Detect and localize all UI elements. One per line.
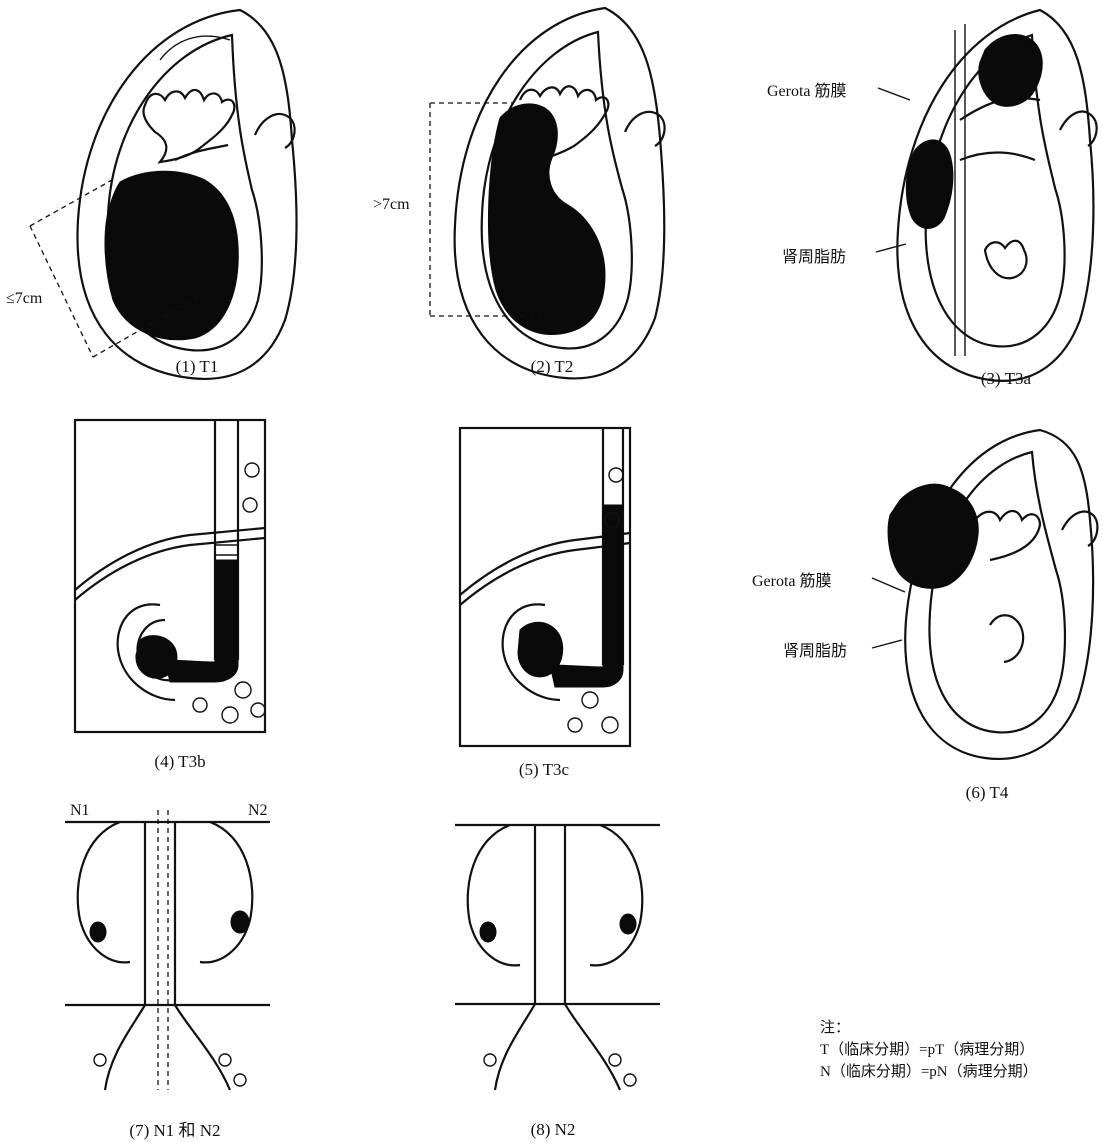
caption-t4: (6) T4	[966, 783, 1009, 803]
note-line-n: N（临床分期）=pN（病理分期）	[820, 1061, 1038, 1083]
panel-t3c-vein	[460, 428, 630, 746]
caption-t3a: (3) T3a	[981, 369, 1031, 389]
panel-t3b-vein	[75, 420, 265, 732]
caption-t3b: (4) T3b	[154, 752, 205, 772]
panel-t1-kidney	[30, 10, 296, 379]
caption-n2: (8) N2	[531, 1120, 576, 1140]
caption-t2: (2) T2	[531, 357, 574, 377]
panel-t3a-kidney	[876, 10, 1097, 381]
panel-t4-kidney	[872, 430, 1097, 759]
label-t3a-gerota: Gerota 筋膜	[767, 77, 847, 101]
panel-n2-lymph	[455, 825, 660, 1090]
label-t4-perirenal-fat: 肾周脂肪	[783, 637, 847, 661]
panel-n1n2-lymph	[65, 810, 270, 1090]
caption-t1: (1) T1	[176, 357, 219, 377]
note-line-t: T（临床分期）=pT（病理分期）	[820, 1039, 1038, 1061]
label-n1: N1	[70, 802, 90, 820]
staging-note: 注： T（临床分期）=pT（病理分期） N（临床分期）=pN（病理分期）	[820, 1017, 1038, 1083]
label-t2-size: >7cm	[373, 196, 410, 214]
label-n2: N2	[248, 802, 268, 820]
label-t4-gerota: Gerota 筋膜	[752, 567, 832, 591]
label-t3a-perirenal-fat: 肾周脂肪	[782, 243, 846, 267]
note-title: 注：	[820, 1017, 1038, 1039]
caption-n1n2: (7) N1 和 N2	[129, 1116, 220, 1141]
label-t1-size: ≤7cm	[6, 290, 42, 308]
panel-t2-kidney	[430, 8, 665, 378]
caption-t3c: (5) T3c	[519, 760, 569, 780]
